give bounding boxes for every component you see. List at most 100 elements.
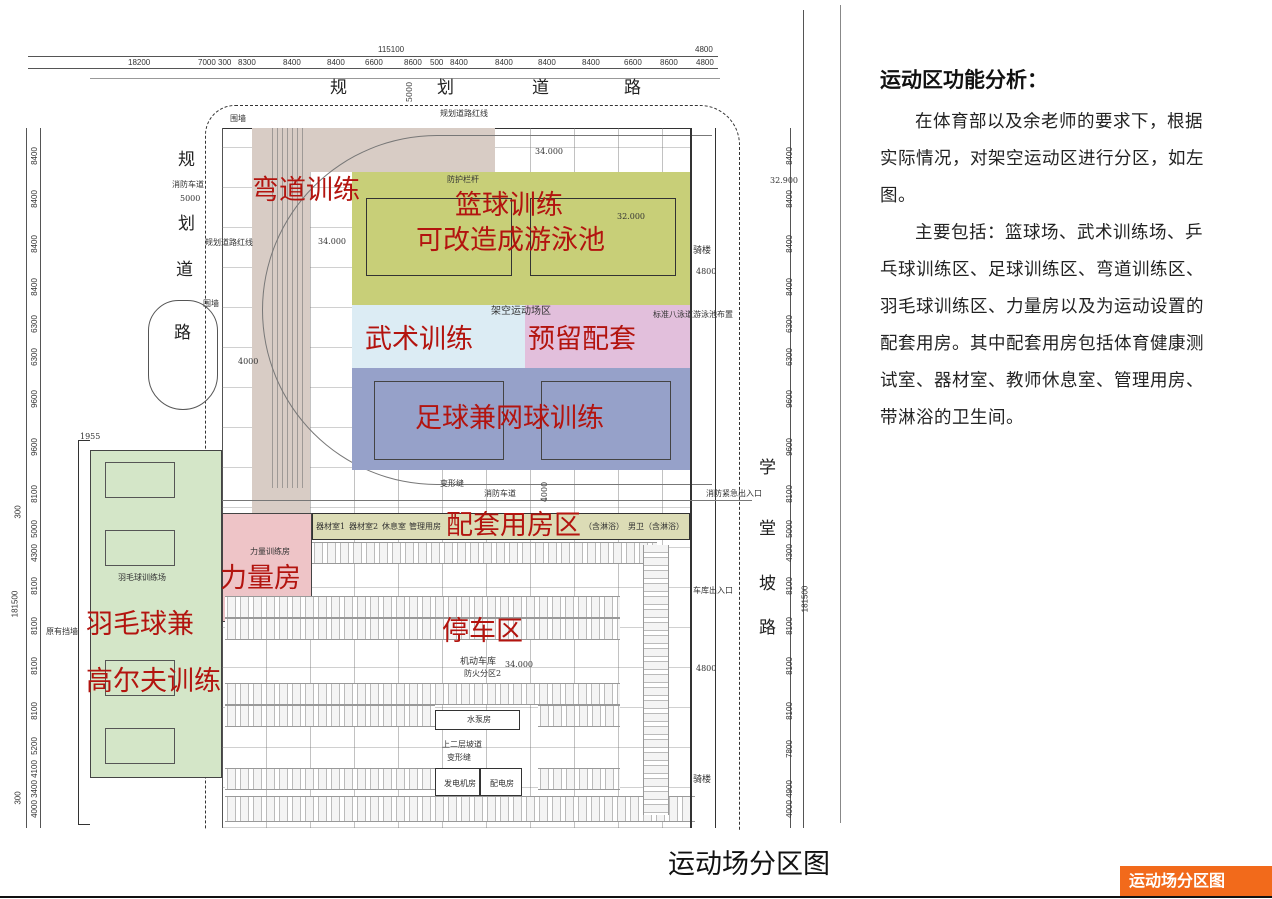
dim-right: 8100	[784, 485, 794, 503]
label-guardrail: 防护栏杆	[447, 175, 479, 184]
basketball-court	[530, 198, 676, 276]
zone-label-martial-arts: 武术训练	[365, 324, 473, 355]
road-left-char: 路	[174, 323, 191, 343]
dim-top: 4800	[696, 58, 714, 67]
zone-badminton	[90, 450, 222, 778]
dim-right: 4000	[784, 800, 794, 818]
road-top-char: 划	[437, 78, 454, 98]
label-pump-room: 水泵房	[467, 715, 491, 724]
label-wall: 围墙	[230, 114, 246, 123]
label-garage-exit: 车库出入口	[693, 586, 733, 595]
dim-total-left: 181500	[10, 590, 20, 618]
label-badminton-court: 羽毛球训练场	[118, 573, 166, 582]
dim-total-top: 115100	[378, 45, 405, 54]
zone-reserved	[525, 305, 690, 368]
road-top-char: 道	[532, 78, 549, 98]
zone-label-football: 足球兼网球训练	[415, 403, 604, 434]
dim-left: 8100	[29, 485, 39, 503]
dim-top: 500	[430, 58, 444, 67]
label-mens-wc: 男卫（含淋浴）	[628, 522, 684, 531]
dim-right: 8100	[784, 657, 794, 675]
label-red-line: 规划道路红线	[205, 238, 253, 247]
basketball-court	[366, 198, 512, 276]
road-left-char: 道	[176, 260, 193, 280]
label-wall: 围墙	[203, 299, 219, 308]
dim-left: 6300	[29, 348, 39, 366]
label-elevation: 32.900	[770, 176, 798, 185]
dim-fire-lane-width: 4000	[540, 481, 550, 503]
dimension-line	[803, 10, 804, 828]
road-top-char: 规	[330, 78, 347, 98]
badminton-court	[105, 530, 175, 566]
dim-right: 6300	[784, 315, 794, 333]
dim-top: 8400	[538, 58, 556, 67]
parking-row	[225, 618, 620, 640]
dim-left: 4100	[29, 760, 39, 778]
zone-martial-arts	[352, 305, 525, 368]
dim-right: 8100	[784, 617, 794, 635]
zone-ancillary-rooms	[312, 513, 690, 540]
parking-row	[225, 683, 620, 705]
parking-row	[225, 796, 695, 822]
zone-label-parking: 停车区	[442, 616, 523, 647]
divider	[840, 5, 841, 823]
panel-title: 运动区功能分析：	[880, 68, 1048, 92]
dim-left: 8100	[29, 577, 39, 595]
dim-left: 8400	[29, 235, 39, 253]
parking-row	[538, 768, 620, 790]
pump-room	[435, 710, 520, 730]
dim-left-offset: 1955	[80, 432, 101, 441]
dim-top: 8600	[404, 58, 422, 67]
track-lane-curve	[262, 135, 712, 485]
dim-top: 8600	[660, 58, 678, 67]
road-right-char: 路	[759, 618, 776, 638]
label-elevation: 32.000	[617, 212, 645, 221]
dim-right: 8400	[784, 235, 794, 253]
dim-left: 3400	[29, 780, 39, 798]
badminton-court	[105, 462, 175, 498]
dim-top: 8400	[283, 58, 301, 67]
parking-row	[225, 768, 435, 790]
dim-top: 7000	[198, 58, 216, 67]
dim-top: 18200	[128, 58, 151, 67]
label-fire-lane: 消防车道	[484, 489, 516, 498]
analysis-panel: 运动区功能分析： 在体育部以及余老师的要求下，根据实际情况，对架空运动区进行分区…	[880, 64, 1220, 437]
label-elevation: 34.000	[505, 660, 533, 669]
badminton-court	[105, 660, 175, 696]
zone-label-pool: 可改造成游泳池	[416, 225, 605, 256]
dim-track-width: 4000	[238, 357, 259, 366]
label-expansion-joint: 变形缝	[447, 753, 471, 762]
left-road-curve	[148, 300, 218, 410]
zone-label-strength: 力量房	[220, 563, 301, 594]
label-fire-road-width: 5000	[180, 194, 201, 203]
parking-row	[225, 596, 620, 618]
zone-label-golf: 高尔夫训练	[86, 666, 221, 697]
label-elevation: 34.000	[535, 147, 563, 156]
dim-right: 5000	[784, 520, 794, 538]
dim-top: 300	[218, 58, 232, 67]
label-side-width: 4800	[696, 664, 717, 673]
label-power-room: 配电房	[490, 779, 514, 788]
dimension-line	[28, 68, 718, 69]
football-pitch	[541, 381, 671, 460]
dim-left: 9600	[29, 390, 39, 408]
grid-line	[690, 128, 692, 828]
plan-caption: 运动场分区图	[668, 849, 830, 880]
parking-column	[643, 545, 669, 815]
label-ramp: 上二层坡道	[442, 740, 482, 749]
dim-top: 6600	[624, 58, 642, 67]
label-side-width: 4800	[696, 267, 717, 276]
dimension-line	[90, 78, 720, 79]
dim-right: 8400	[784, 190, 794, 208]
label-elevated-area: 架空运动场区	[491, 306, 551, 317]
label-fire-zone: 防火分区2	[464, 669, 502, 678]
label-pool-layout: 标准八泳道游泳池布置	[653, 310, 733, 319]
dimension-line	[28, 56, 718, 57]
road-right-char: 坡	[759, 574, 776, 594]
generator-room	[435, 768, 480, 796]
dim-left: 4300	[29, 544, 39, 562]
zone-label-ancillary: 配套用房区	[446, 510, 581, 541]
dim-right: 8100	[784, 702, 794, 720]
dim-left: 5000	[29, 520, 39, 538]
